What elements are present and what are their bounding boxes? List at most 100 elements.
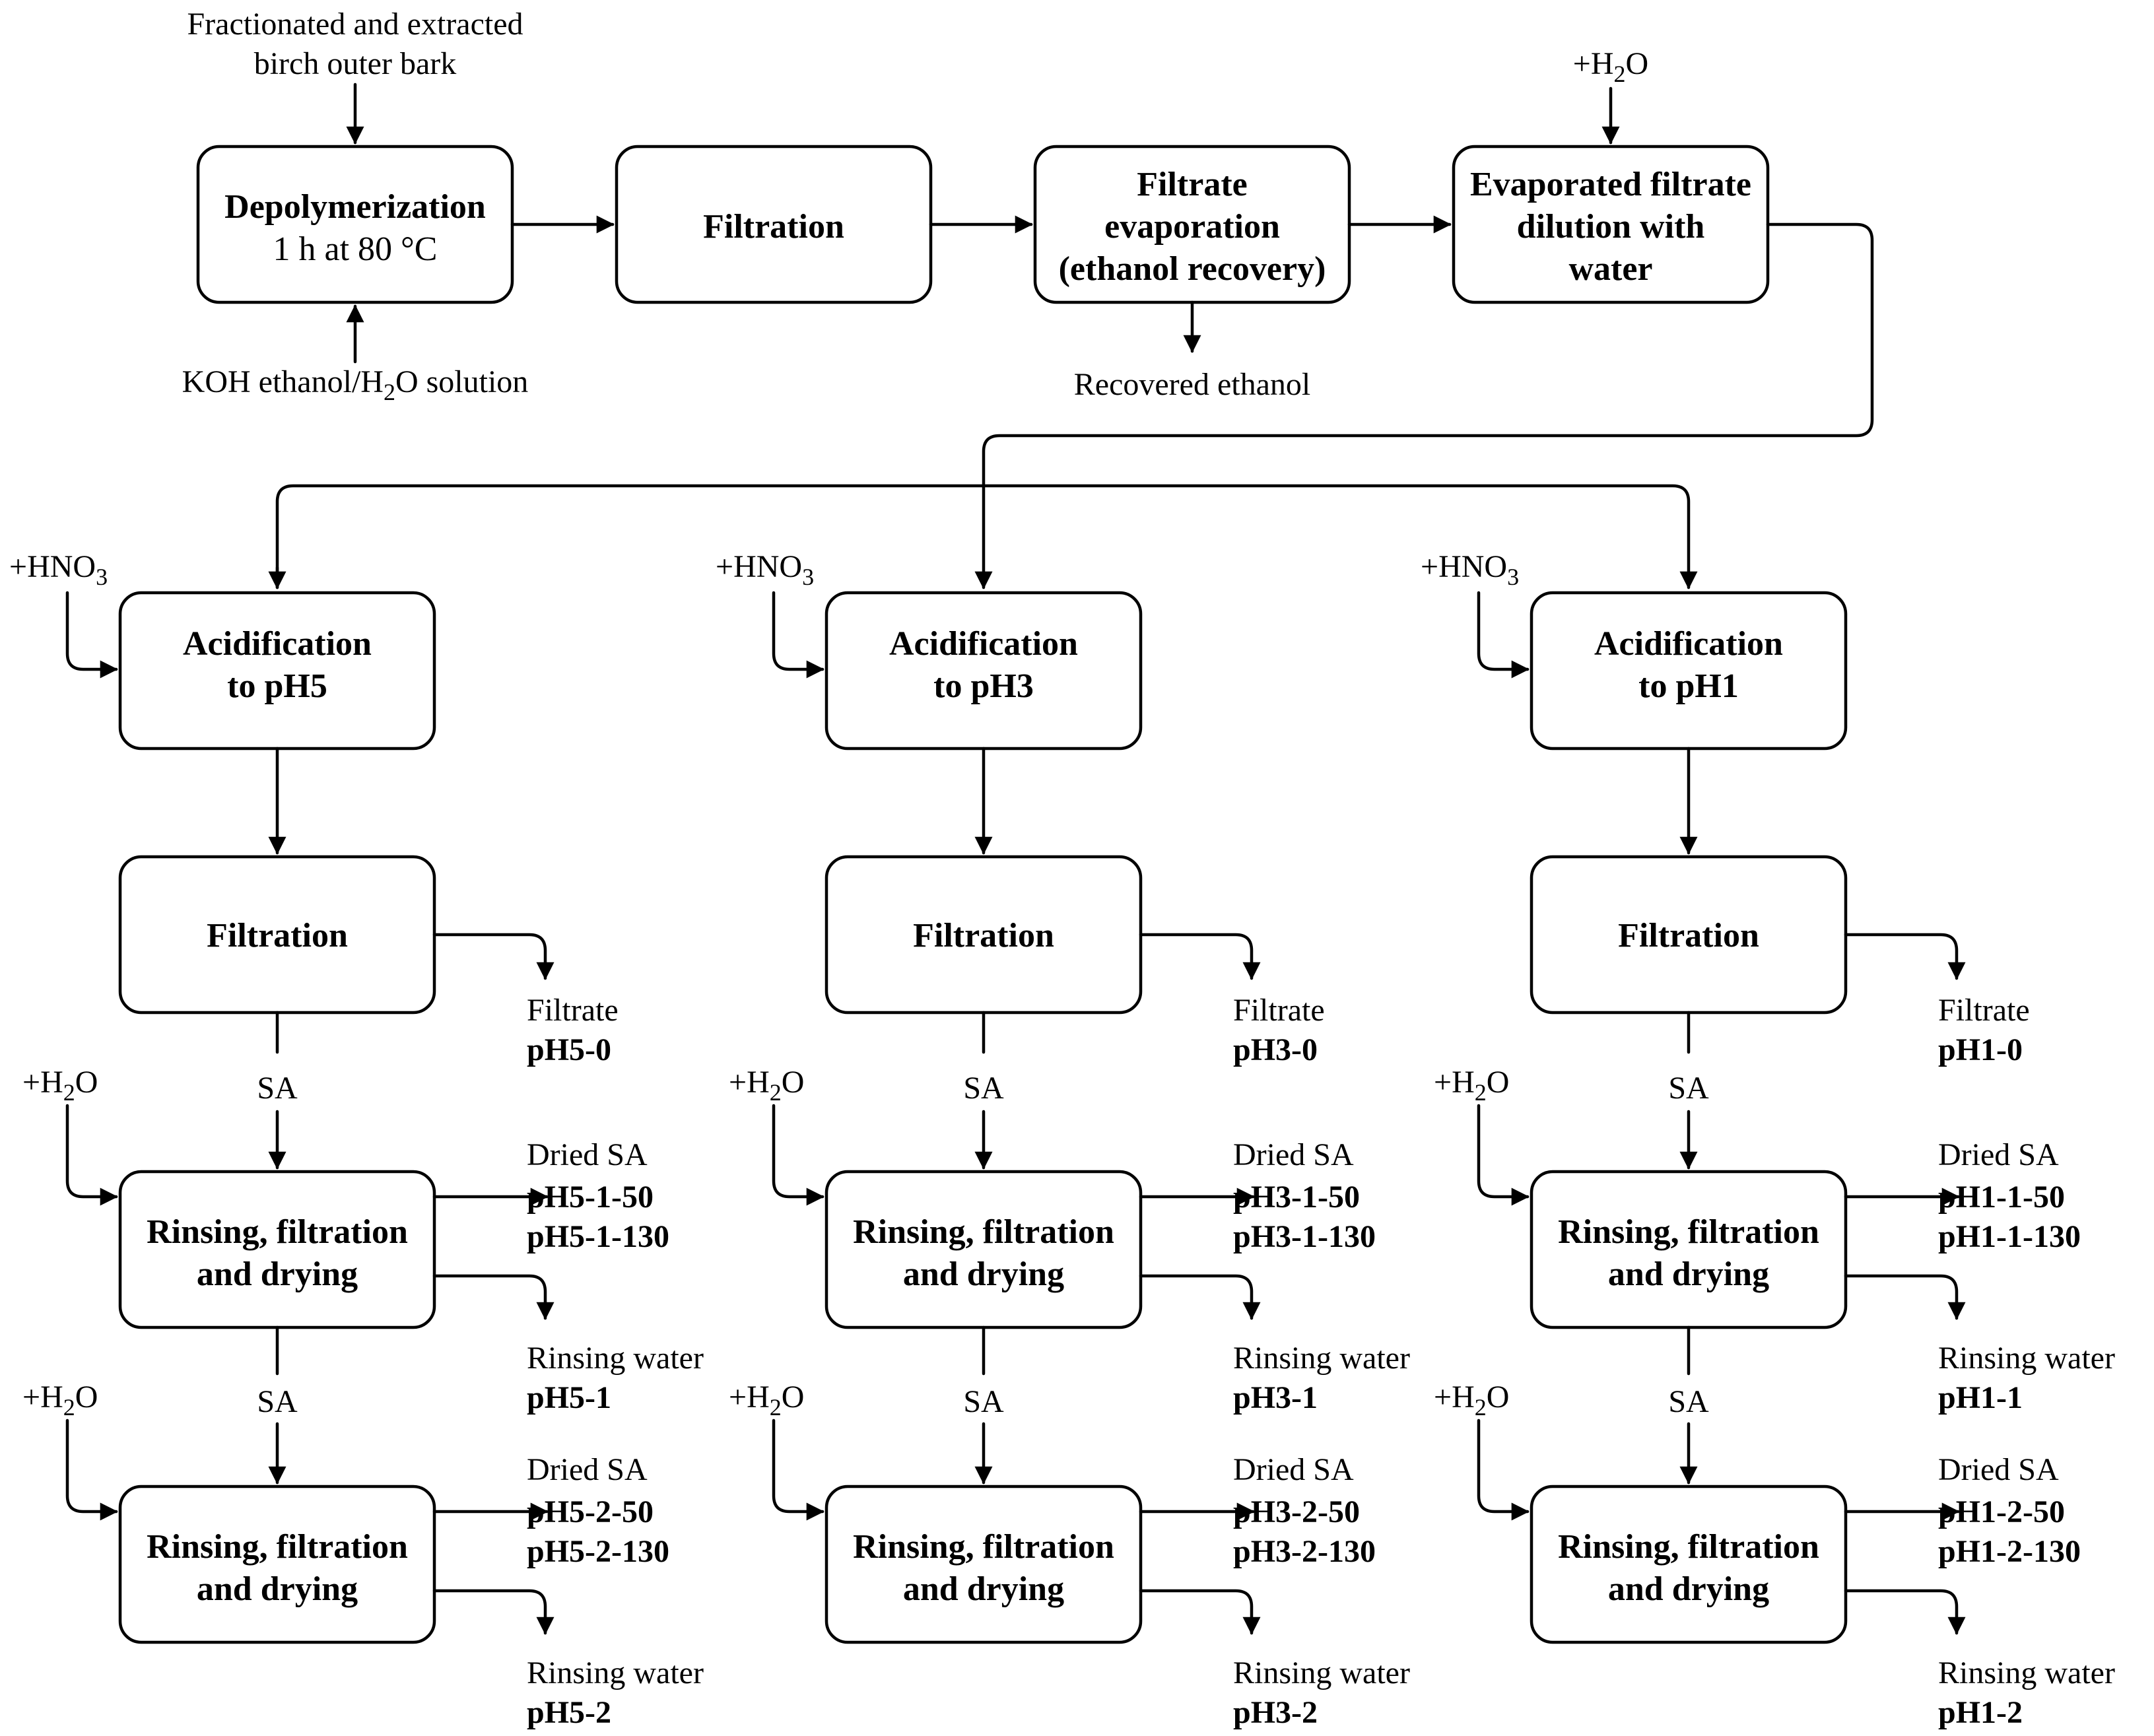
filtration-label: Filtration xyxy=(1618,917,1759,954)
dried-sa-code-2b: pH5-2-130 xyxy=(527,1534,669,1569)
filtrate-label: Filtrate xyxy=(1938,993,2030,1028)
evaporation-line3: (ethanol recovery) xyxy=(1059,250,1326,288)
feed-label-line2: birch outer bark xyxy=(254,46,457,81)
dried-sa-code-1a: pH3-1-50 xyxy=(1233,1180,1360,1215)
filtrate-arrow xyxy=(432,933,555,980)
acidification-title: Acidification xyxy=(183,625,372,663)
filtrate-arrow xyxy=(1844,933,1966,980)
acidification-target: to pH1 xyxy=(1638,667,1739,705)
rinsing-water-arrow-1 xyxy=(1139,1274,1261,1320)
dried-sa-code-1a: pH5-1-50 xyxy=(527,1180,654,1215)
rinsing-water-arrow-2 xyxy=(1844,1589,1966,1635)
rinsing-line2-2: and drying xyxy=(903,1570,1064,1608)
evaporation-line1: Filtrate xyxy=(1137,166,1247,203)
rinsing-line1-2: Rinsing, filtration xyxy=(853,1528,1114,1566)
acid-input-label: +HNO3 xyxy=(9,549,108,590)
water-input-label: +H2O xyxy=(1573,46,1648,87)
rinsing-box-2 xyxy=(118,1485,436,1644)
sa-label-1: SA xyxy=(963,1071,1004,1106)
rinsing-water-code-2: pH5-2 xyxy=(527,1695,611,1730)
dried-sa-code-2a: pH5-2-50 xyxy=(527,1494,654,1529)
rinsing-water-label-2: Rinsing water xyxy=(1938,1655,2115,1690)
acid-input-arrow xyxy=(1477,591,1530,679)
filtrate-arrow xyxy=(1139,933,1261,980)
rinsing-water-arrow-1 xyxy=(1844,1274,1966,1320)
depolymerization-box: Depolymerization 1 h at 80 °C xyxy=(196,145,514,304)
rinsing-water-arrow-1 xyxy=(432,1274,555,1320)
dried-sa-label-2: Dried SA xyxy=(527,1452,648,1487)
rinsing-water-label-1: Rinsing water xyxy=(527,1341,704,1376)
acid-input-label: +HNO3 xyxy=(1421,549,1519,590)
dried-sa-label-1: Dried SA xyxy=(527,1137,648,1172)
water-input-label-1: +H2O xyxy=(729,1065,804,1106)
rinsing-line2-2: and drying xyxy=(1608,1570,1769,1608)
rinsing-line1-1: Rinsing, filtration xyxy=(147,1213,408,1251)
dried-sa-label-1: Dried SA xyxy=(1938,1137,2059,1172)
water-input-arrow-1 xyxy=(772,1104,825,1206)
koh-label: KOH ethanol/H2O solution xyxy=(182,364,529,405)
water-input-arrow-2 xyxy=(772,1419,825,1521)
rinsing-water-code-1: pH3-1 xyxy=(1233,1380,1318,1415)
dilution-line3: water xyxy=(1568,250,1652,288)
dried-sa-code-1b: pH1-1-130 xyxy=(1938,1219,2081,1254)
dried-sa-code-1a: pH1-1-50 xyxy=(1938,1180,2065,1215)
sa-label-2: SA xyxy=(1668,1384,1709,1419)
dried-sa-label-2: Dried SA xyxy=(1233,1452,1354,1487)
dried-sa-label-1: Dried SA xyxy=(1233,1137,1354,1172)
dried-sa-label-2: Dried SA xyxy=(1938,1452,2059,1487)
water-input-label-2: +H2O xyxy=(22,1380,98,1420)
depolymerization-title: Depolymerization xyxy=(224,188,486,226)
dilution-box: Evaporated filtrate dilution with water xyxy=(1452,145,1770,304)
dried-sa-code-2a: pH3-2-50 xyxy=(1233,1494,1360,1529)
sa-label-1: SA xyxy=(257,1071,298,1106)
rinsing-line1-1: Rinsing, filtration xyxy=(1558,1213,1819,1251)
rinsing-line1-2: Rinsing, filtration xyxy=(147,1528,408,1566)
acidification-title: Acidification xyxy=(1594,625,1783,663)
water-input-arrow-2 xyxy=(1477,1419,1530,1521)
acidification-title: Acidification xyxy=(889,625,1078,663)
filtrate-code: pH3-0 xyxy=(1233,1032,1318,1067)
rinsing-line1-1: Rinsing, filtration xyxy=(853,1213,1114,1251)
acidification-target: to pH5 xyxy=(227,667,327,705)
rinsing-box-2 xyxy=(1530,1485,1848,1644)
water-input-arrow-1 xyxy=(65,1104,118,1206)
rinsing-water-label-1: Rinsing water xyxy=(1233,1341,1410,1376)
acid-input-label: +HNO3 xyxy=(716,549,814,590)
water-input-label-1: +H2O xyxy=(22,1065,98,1106)
rinsing-box-2 xyxy=(825,1485,1143,1644)
rinsing-line2-1: and drying xyxy=(903,1255,1064,1293)
top-row: Fractionated and extracted birch outer b… xyxy=(182,7,1770,405)
dried-sa-code-2b: pH3-2-130 xyxy=(1233,1534,1376,1569)
water-input-arrow-1 xyxy=(1477,1104,1530,1206)
water-input-label-2: +H2O xyxy=(729,1380,804,1420)
filtrate-code: pH1-0 xyxy=(1938,1032,2023,1067)
sa-label-2: SA xyxy=(257,1384,298,1419)
rinsing-water-label-1: Rinsing water xyxy=(1938,1341,2115,1376)
dried-sa-code-1b: pH5-1-130 xyxy=(527,1219,669,1254)
depolymerization-detail: 1 h at 80 °C xyxy=(273,230,437,268)
rinsing-water-label-2: Rinsing water xyxy=(527,1655,704,1690)
acid-input-arrow xyxy=(65,591,118,679)
rinsing-line1-2: Rinsing, filtration xyxy=(1558,1528,1819,1566)
water-input-label-1: +H2O xyxy=(1434,1065,1509,1106)
filtration-label: Filtration xyxy=(913,917,1054,954)
acid-input-arrow xyxy=(772,591,825,679)
split-line-to-ph5-ph1 xyxy=(275,484,1698,589)
rinsing-line2-2: and drying xyxy=(197,1570,358,1608)
sa-label-2: SA xyxy=(963,1384,1004,1419)
filtrate-label: Filtrate xyxy=(1233,993,1325,1028)
rinsing-water-code-2: pH3-2 xyxy=(1233,1695,1318,1730)
evaporation-line2: evaporation xyxy=(1104,208,1280,246)
rinsing-line2-1: and drying xyxy=(1608,1255,1769,1293)
rinsing-water-code-1: pH5-1 xyxy=(527,1380,611,1415)
filtrate-label: Filtrate xyxy=(527,993,619,1028)
dilution-line2: dilution with xyxy=(1517,208,1705,246)
recovered-ethanol-label: Recovered ethanol xyxy=(1074,367,1311,402)
dried-sa-code-1b: pH3-1-130 xyxy=(1233,1219,1376,1254)
acidification-target: to pH3 xyxy=(933,667,1034,705)
